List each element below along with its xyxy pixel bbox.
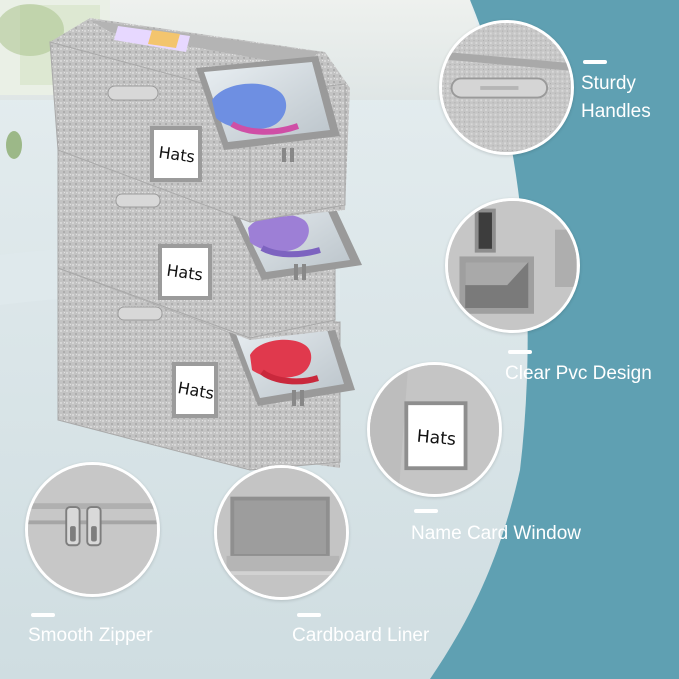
handles-label-dash xyxy=(583,60,607,64)
handles-label-line2: Handles xyxy=(581,101,651,122)
zipper-detail-circle xyxy=(25,462,160,597)
liner-label: Cardboard Liner xyxy=(292,625,430,646)
pvc-label: Clear Pvc Design xyxy=(505,363,652,384)
handles-detail-circle xyxy=(439,20,574,155)
zipper-label: Smooth Zipper xyxy=(28,625,153,646)
handle-closeup-image xyxy=(442,23,571,152)
bin-top-card-text: Hats xyxy=(157,143,196,167)
liner-label-dash xyxy=(297,613,321,617)
handles-label: Sturdy Handles xyxy=(581,70,651,126)
handles-label-line1: Sturdy xyxy=(581,73,636,94)
name-card-closeup-image: Hats xyxy=(370,365,499,494)
namecard-detail-circle: Hats xyxy=(367,362,502,497)
zipper-closeup-image xyxy=(28,465,157,594)
cardboard-liner-closeup-image xyxy=(217,468,346,597)
zipper-label-dash xyxy=(31,613,55,617)
bin-middle-card-text: Hats xyxy=(165,261,204,285)
bin-top: Hats xyxy=(49,18,350,223)
liner-detail-circle xyxy=(214,465,349,600)
namecard-label: Name Card Window xyxy=(411,523,581,544)
namecard-label-dash xyxy=(414,509,438,513)
pvc-detail-circle xyxy=(445,198,580,333)
pvc-window-closeup-image xyxy=(448,201,577,330)
namecard-closeup-text: Hats xyxy=(416,427,457,450)
pvc-label-dash xyxy=(508,350,532,354)
